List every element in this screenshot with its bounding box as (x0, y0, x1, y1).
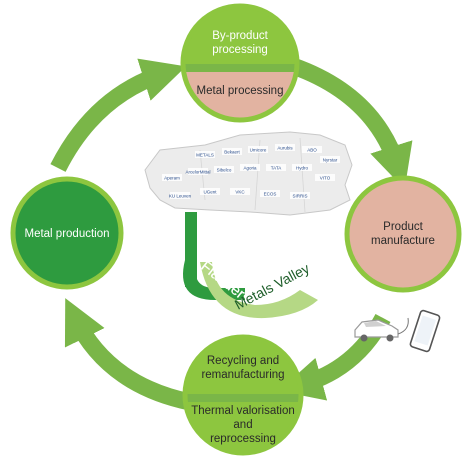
company-logo: TATA (271, 166, 282, 171)
company-logo: Aurubis (277, 146, 293, 151)
logo-curve-light (200, 262, 318, 319)
company-logo-box (248, 146, 268, 153)
map-shape (144, 131, 353, 216)
company-logo: Hydro (296, 166, 309, 171)
node-metal-production-label: Metal production (24, 228, 109, 240)
company-logo-box (275, 144, 295, 151)
company-logo-box (162, 174, 182, 181)
flanders-metals-valley-logo: Flanders Metals Valley (183, 212, 318, 319)
company-logo-box (260, 190, 280, 197)
company-logo-box (222, 148, 242, 155)
company-logo-box (290, 192, 310, 199)
company-logo: UGent (203, 190, 217, 195)
logo-curve-dark (183, 260, 245, 300)
smartphone-icon (409, 309, 441, 353)
company-logo: Aperam (164, 176, 180, 181)
company-logos: METALS Bekaert Umicore Aurubis ABO NyrstarApe… (162, 144, 340, 199)
company-logo: Umicore (250, 148, 267, 153)
company-logo: ABO (307, 148, 317, 153)
arrow-top-right (290, 57, 413, 190)
company-logo-box (188, 168, 208, 175)
company-logo: ArcelorMittal (185, 170, 210, 175)
company-logo-box (315, 174, 335, 181)
arrow-top-left (50, 58, 187, 172)
company-logo-box (170, 192, 190, 199)
company-logo-box (200, 188, 220, 195)
node-left: Metal production (10, 176, 124, 290)
company-logo: VITO (320, 176, 331, 181)
company-logo: Nyrstar (323, 158, 338, 163)
company-logo: VKC (235, 190, 245, 195)
company-logo: Bekaert (224, 150, 240, 155)
company-logo: METALS (196, 153, 214, 158)
node-metal-processing-label: Metal processing (197, 85, 284, 97)
arrow-bottom-left (64, 298, 192, 411)
company-logo-box (292, 164, 312, 171)
company-logo-box (214, 166, 234, 173)
company-logo: Agoria (243, 166, 257, 171)
company-logo-box (302, 146, 322, 153)
flanders-map: METALS Bekaert Umicore Aurubis ABO NyrstarApe… (144, 131, 353, 216)
company-logo: SIRRIS (292, 194, 307, 199)
company-logo-box (320, 156, 340, 163)
company-logo: Sibelco (217, 168, 232, 173)
company-logo-box (266, 164, 286, 171)
company-logo-box (240, 164, 260, 171)
car-icon (354, 317, 409, 342)
company-logo: ECOS (264, 192, 277, 197)
company-logo: KU Leuven (169, 194, 192, 199)
company-logo-box (230, 188, 250, 195)
company-logo-box (195, 151, 215, 158)
